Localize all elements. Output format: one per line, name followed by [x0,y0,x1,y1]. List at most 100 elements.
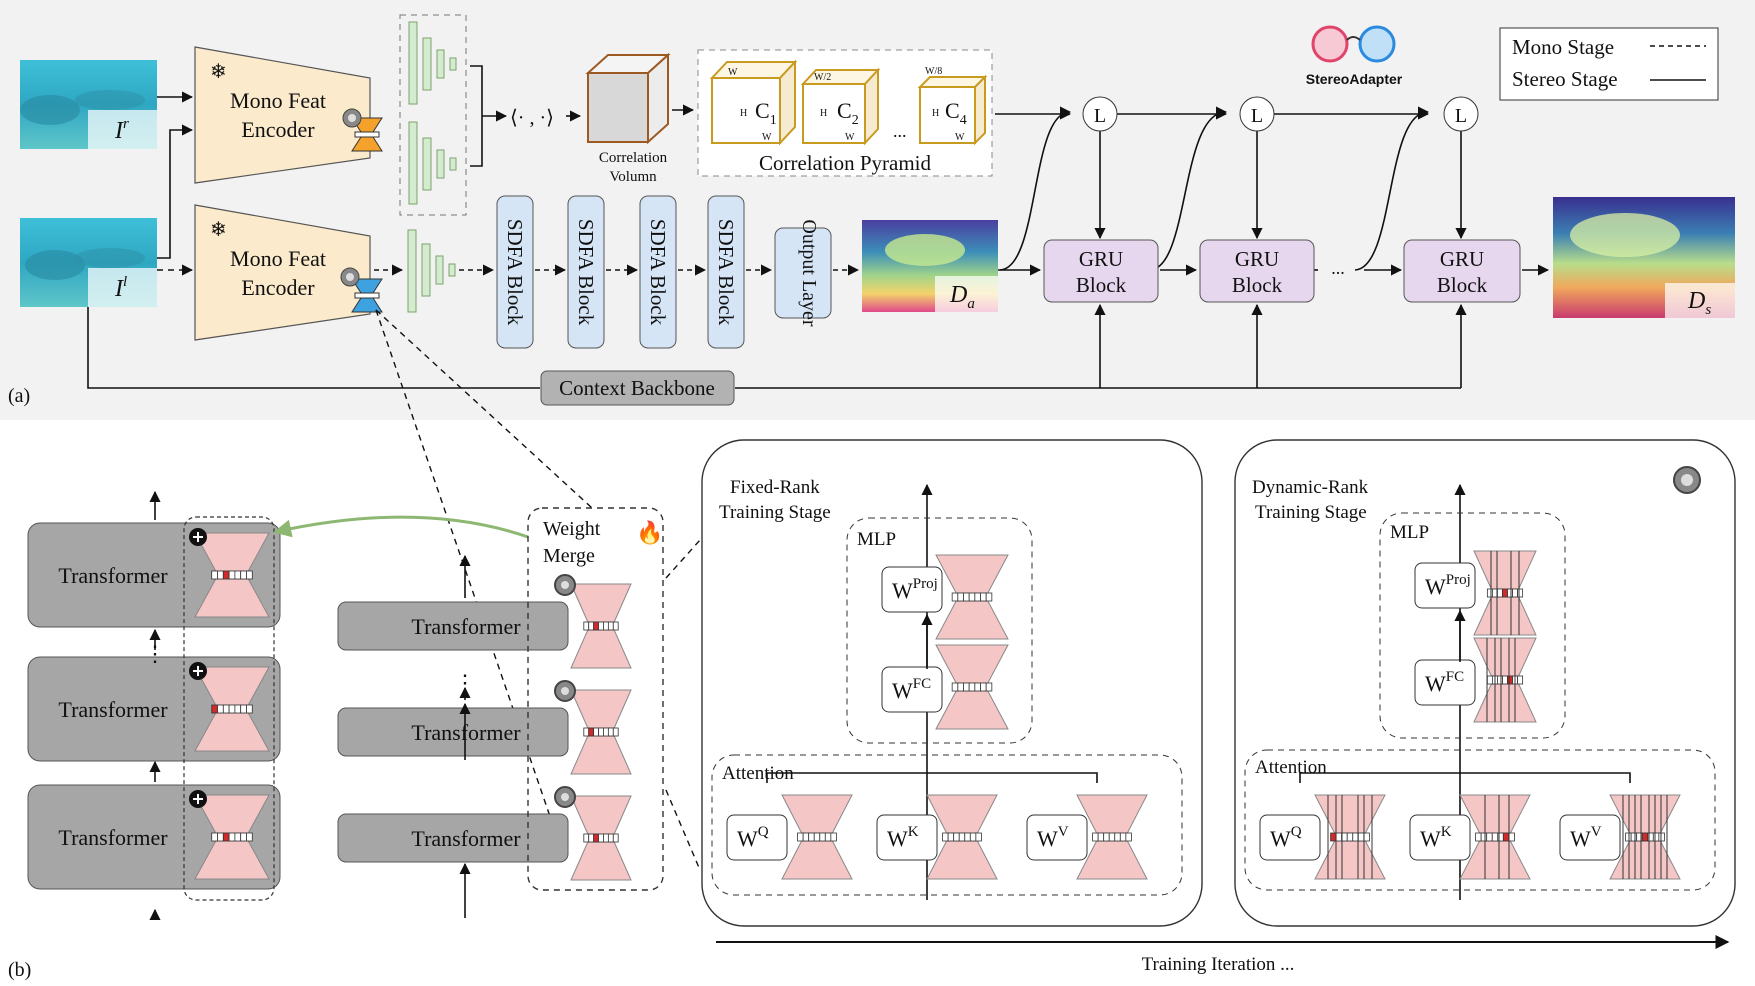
sdfa-label: SDFA Block [574,219,598,326]
gru-chain-connections [995,106,1550,276]
legend-mono: Mono Stage [1512,35,1614,59]
snowflake-icon: ❄ [210,219,227,241]
pyramid-cube-c1: W H W C1 [709,59,798,146]
dynamic-title-line2: Training Stage [1255,502,1367,523]
svg-text:Block: Block [1437,273,1488,297]
brand-label: StereoAdapter [1306,71,1403,87]
fixed-title-line1: Fixed-Rank [730,477,820,498]
weight-merge-line1: Weight [543,518,601,540]
lora-adapter-icon [1459,794,1531,880]
sdfa-label: SDFA Block [503,219,527,326]
image-right-label: I [114,118,124,144]
pyramid-ellipsis: ... [893,121,907,141]
svg-text:W/8: W/8 [925,66,942,77]
snowflake-icon: ❄ [210,61,227,83]
attention-label: Attention [1255,757,1327,778]
w-k-box: WK [876,814,938,861]
context-backbone-connections [87,303,1467,389]
attention-branch [1299,772,1631,783]
mlp-label: MLP [857,529,896,550]
plus-icon [189,528,207,546]
svg-text:H: H [740,108,747,119]
image-left-sup: l [123,274,127,290]
gru-ellipsis: ... [1331,258,1345,278]
panel-b-tag: (b) [8,959,31,981]
transformer-label: Transformer [58,825,168,850]
svg-text:C2: C2 [837,98,859,128]
output-layer-label: Output Layer [798,219,820,327]
adapter-icon-blue [351,278,383,313]
pyramid-cube-c2: W/2 H W C2 [800,67,881,146]
mono-feat-encoder-bottom: ❄ Mono Feat Encoder [194,204,383,341]
lora-adapter-icon [1473,550,1537,636]
dot-product-label: ⟨· , ·⟩ [510,107,554,129]
dynamic-title-line1: Dynamic-Rank [1252,477,1369,498]
sdfa-label: SDFA Block [646,219,670,326]
sdfa-block-4: SDFA Block [707,195,745,349]
feature-maps-top [408,21,457,205]
lookup-node-2: L [1239,96,1275,132]
svg-text:W: W [845,132,855,143]
stereoadapter-logo: StereoAdapter [1306,25,1403,87]
correlation-line1: Correlation [599,150,668,166]
depth-map-ds: Ds [1553,197,1735,318]
svg-text:WFC: WFC [1425,669,1464,696]
encoder-bottom-line2: Encoder [241,275,315,300]
adapter-transformer-block: Transformer [337,574,632,669]
bracket-to-dot-product [470,65,506,167]
transformer-label: Transformer [411,614,521,639]
svg-text:H: H [820,108,827,119]
sdfa-block-2: SDFA Block [567,195,605,349]
transformer-label: Transformer [58,563,168,588]
lora-adapter-icon [194,666,270,752]
legend-stereo: Stereo Stage [1512,67,1618,91]
context-backbone-block: Context Backbone [540,370,735,406]
w-k-box: WK [1409,814,1471,861]
w-q-box: WQ [726,814,788,861]
legend: Mono Stage Stereo Stage [1499,27,1719,101]
depth-map-da: Da [862,220,998,312]
svg-text:L: L [1455,105,1467,127]
w-fc-box: WFC [1414,659,1476,706]
transformer-label: Transformer [58,697,168,722]
svg-text:GRU: GRU [1235,247,1279,271]
lora-adapter-icon [194,794,270,880]
pyramid-title: Correlation Pyramid [759,151,932,175]
mono-feat-encoder-top: ❄ Mono Feat Encoder [194,46,383,184]
lookup-node-3: L [1443,96,1479,132]
lora-adapter-icon [570,689,632,775]
attention-label: Attention [722,763,794,784]
dynamic-rank-panel [1234,439,1736,927]
w-proj-box: WProj [881,566,943,613]
encoder-top-line2: Encoder [241,117,315,142]
svg-text:WQ: WQ [737,824,769,851]
svg-text:L: L [1094,105,1106,127]
w-v-box: WV [1559,814,1621,861]
svg-text:L: L [1251,105,1263,127]
w-q-box: WQ [1259,814,1321,861]
sdfa-block-1: SDFA Block [496,195,534,349]
lookup-node-1: L [1082,96,1118,132]
svg-text:Block: Block [1232,273,1283,297]
plus-icon [189,662,207,680]
feature-maps-bottom [407,229,456,313]
sdfa-block-3: SDFA Block [639,195,677,349]
svg-text:GRU: GRU [1079,247,1123,271]
svg-text:C1: C1 [755,98,777,128]
merged-transformer-block: Transformer [27,522,281,628]
lora-adapter-icon [926,794,998,880]
attention-branch [766,772,1098,783]
svg-text:WK: WK [1420,824,1452,851]
adapter-transformer-block: Transformer [337,786,632,881]
svg-text:W/2: W/2 [814,72,831,83]
svg-text:Da: Da [949,282,975,312]
image-to-encoder-arrows [157,91,194,276]
mid-stack-ellipsis: ⋮ [454,670,476,695]
adapter-transformer-block: Transformer [337,680,632,775]
lora-adapter-icon [570,583,632,669]
svg-text:H: H [932,108,939,119]
